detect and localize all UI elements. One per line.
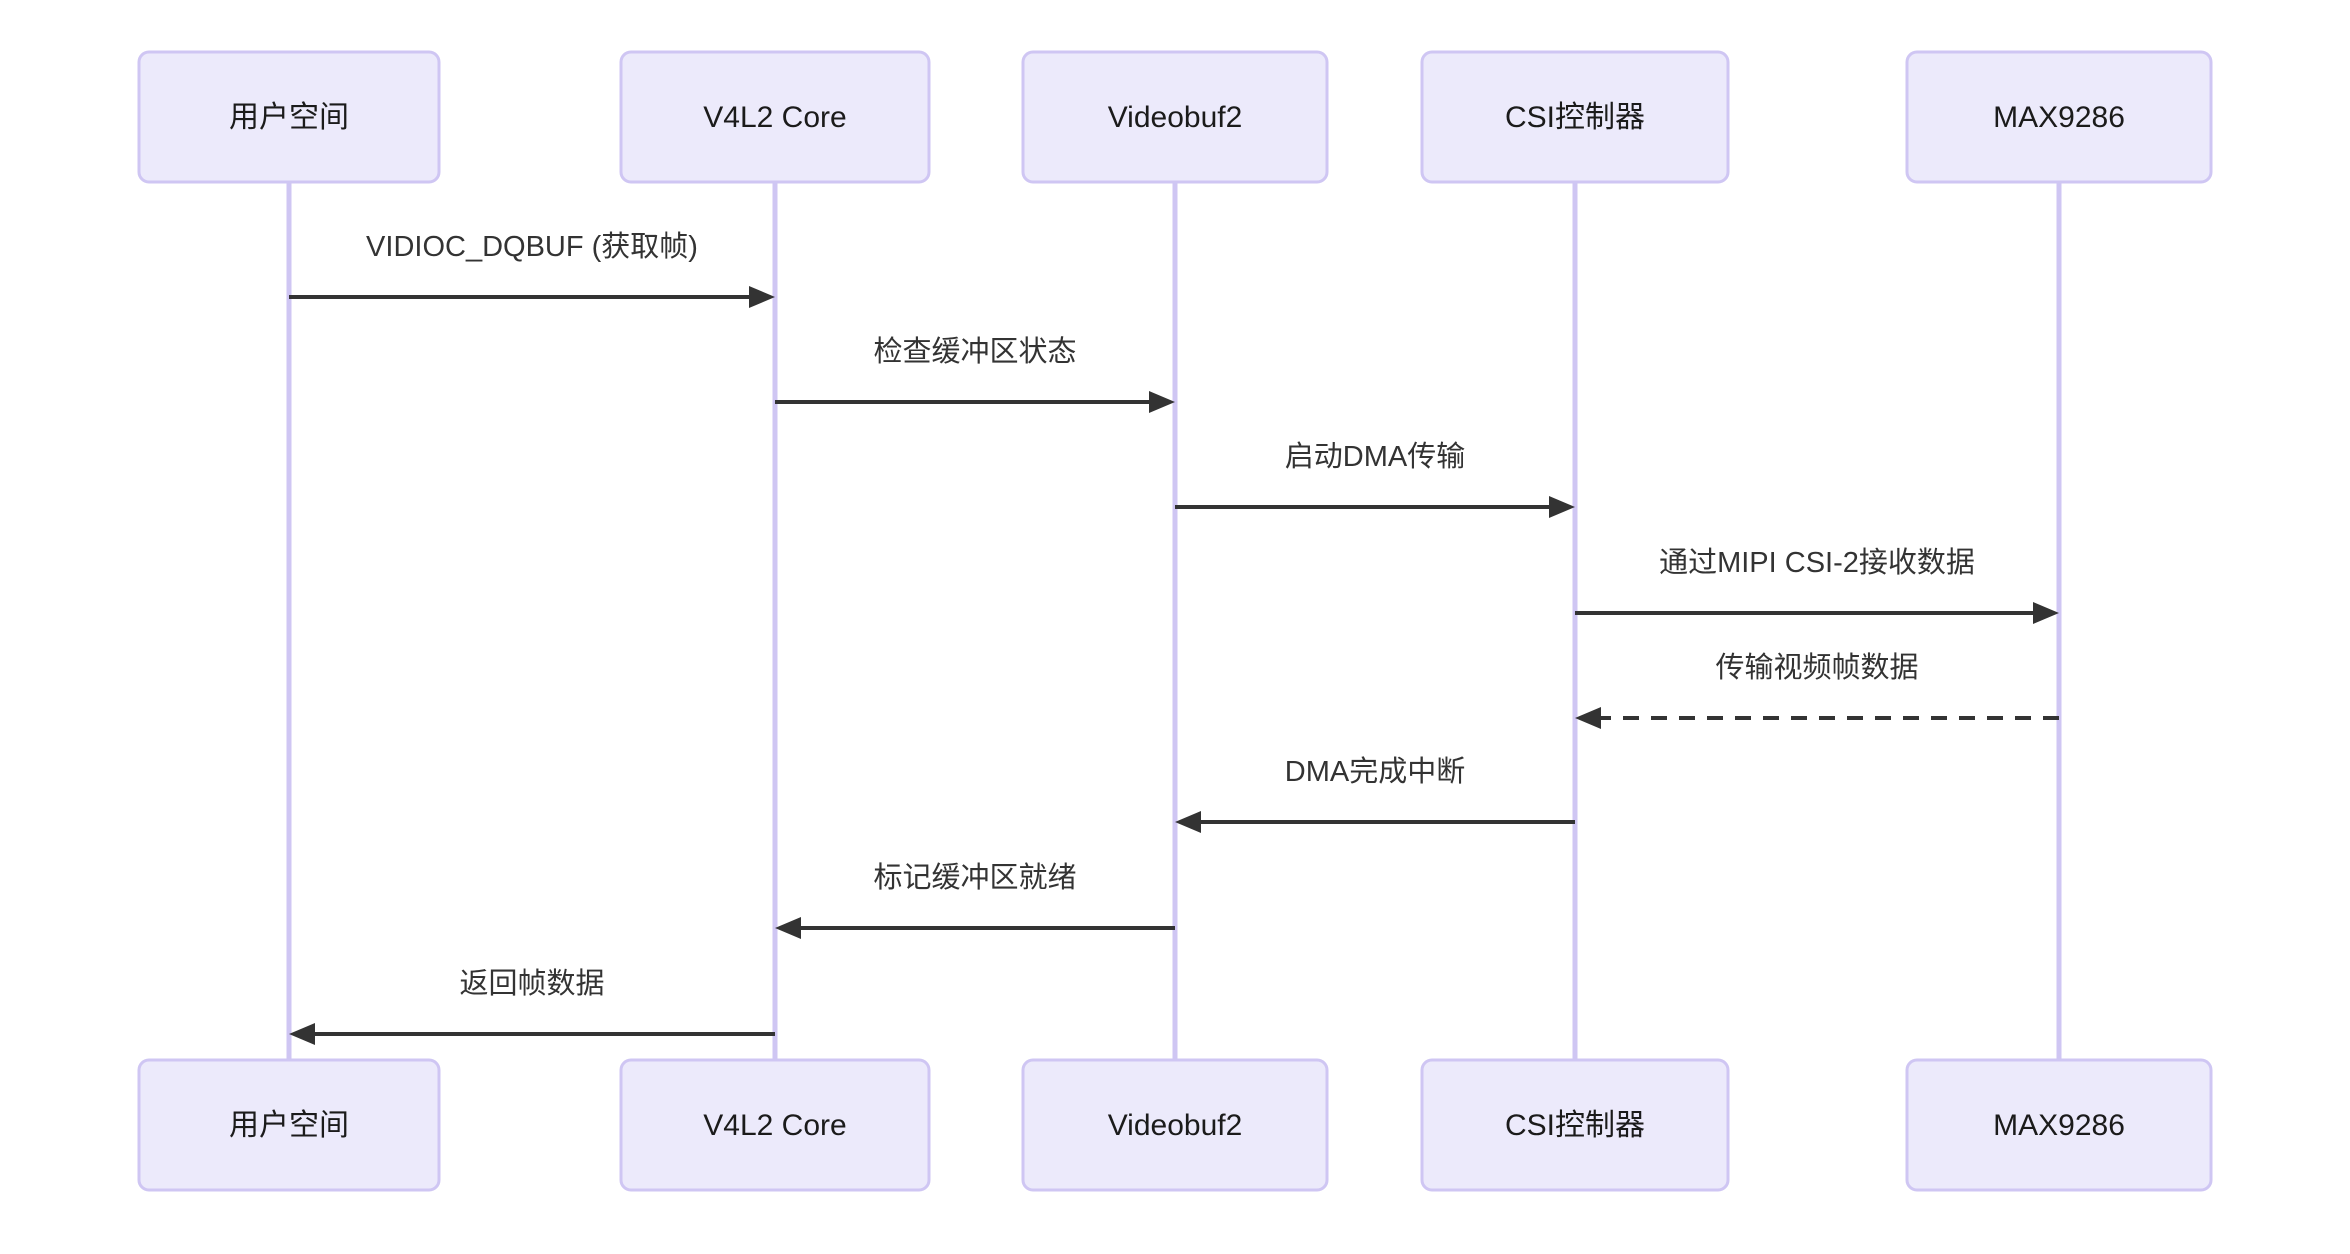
participant-box-userspace[interactable] (137, 50, 441, 184)
message-label-8: 返回帧数据 (459, 967, 604, 1000)
participant-videobuf2-top[interactable]: Videobuf2 (1021, 50, 1329, 184)
participant-label-csi: CSI控制器 (1505, 101, 1645, 134)
message-label-2: 检查缓冲区状态 (873, 335, 1076, 368)
participant-userspace-bottom[interactable]: 用户空间 (137, 1058, 441, 1192)
message-8-v4l2core-to-userspace[interactable]: 返回帧数据 (289, 967, 775, 1045)
message-6-csi-to-videobuf2[interactable]: DMA完成中断 (1175, 755, 1575, 833)
participant-label-v4l2core: V4L2 Core (703, 101, 846, 134)
participant-label-max9286: MAX9286 (1993, 1109, 2125, 1142)
message-4-csi-to-max9286[interactable]: 通过MIPI CSI-2接收数据 (1575, 546, 2059, 624)
message-7-videobuf2-to-v4l2core[interactable]: 标记缓冲区就绪 (775, 861, 1175, 939)
message-label-4: 通过MIPI CSI-2接收数据 (1659, 546, 1975, 579)
message-label-7: 标记缓冲区就绪 (873, 861, 1076, 894)
participant-label-max9286: MAX9286 (1993, 101, 2125, 134)
message-label-3: 启动DMA传输 (1285, 440, 1465, 473)
message-arrowhead-5 (1575, 707, 1601, 729)
message-label-5: 传输视频帧数据 (1715, 651, 1918, 684)
participant-label-csi: CSI控制器 (1505, 1109, 1645, 1142)
participant-label-v4l2core: V4L2 Core (703, 1109, 846, 1142)
participant-max9286-top[interactable]: MAX9286 (1905, 50, 2213, 184)
message-label-1: VIDIOC_DQBUF (获取帧) (366, 230, 698, 263)
message-arrowhead-3 (1549, 496, 1575, 518)
message-arrowhead-2 (1149, 391, 1175, 413)
message-2-v4l2core-to-videobuf2[interactable]: 检查缓冲区状态 (775, 335, 1175, 413)
message-arrowhead-6 (1175, 811, 1201, 833)
participant-csi-bottom[interactable]: CSI控制器 (1420, 1058, 1730, 1192)
participant-v4l2core-top[interactable]: V4L2 Core (619, 50, 931, 184)
message-5-max9286-to-csi[interactable]: 传输视频帧数据 (1575, 651, 2059, 729)
participant-label-videobuf2: Videobuf2 (1108, 1109, 1243, 1142)
participant-boxes-bottom: 用户空间 V4L2 Core Videobuf2 CSI控制器 MAX9286 (137, 1058, 2213, 1192)
participant-box-csi[interactable] (1420, 50, 1730, 184)
participant-label-userspace: 用户空间 (229, 101, 349, 134)
message-arrowhead-8 (289, 1023, 315, 1045)
participant-box-videobuf2[interactable] (1021, 1058, 1329, 1192)
participant-box-max9286[interactable] (1905, 50, 2213, 184)
participant-boxes-top: 用户空间 V4L2 Core Videobuf2 CSI控制器 MAX9286 (137, 50, 2213, 184)
participant-label-userspace: 用户空间 (229, 1109, 349, 1142)
participant-box-v4l2core[interactable] (619, 50, 931, 184)
message-arrowhead-1 (749, 286, 775, 308)
message-3-videobuf2-to-csi[interactable]: 启动DMA传输 (1175, 440, 1575, 518)
message-arrowhead-7 (775, 917, 801, 939)
participant-box-v4l2core[interactable] (619, 1058, 931, 1192)
message-arrowhead-4 (2033, 602, 2059, 624)
participant-box-csi[interactable] (1420, 1058, 1730, 1192)
participant-box-max9286[interactable] (1905, 1058, 2213, 1192)
participant-v4l2core-bottom[interactable]: V4L2 Core (619, 1058, 931, 1192)
participant-box-videobuf2[interactable] (1021, 50, 1329, 184)
participant-csi-top[interactable]: CSI控制器 (1420, 50, 1730, 184)
lifelines-layer (286, 182, 2062, 1060)
participant-userspace-top[interactable]: 用户空间 (137, 50, 441, 184)
message-label-6: DMA完成中断 (1285, 755, 1465, 788)
participant-max9286-bottom[interactable]: MAX9286 (1905, 1058, 2213, 1192)
participant-box-userspace[interactable] (137, 1058, 441, 1192)
message-1-userspace-to-v4l2core[interactable]: VIDIOC_DQBUF (获取帧) (289, 230, 775, 308)
participant-label-videobuf2: Videobuf2 (1108, 101, 1243, 134)
participant-videobuf2-bottom[interactable]: Videobuf2 (1021, 1058, 1329, 1192)
